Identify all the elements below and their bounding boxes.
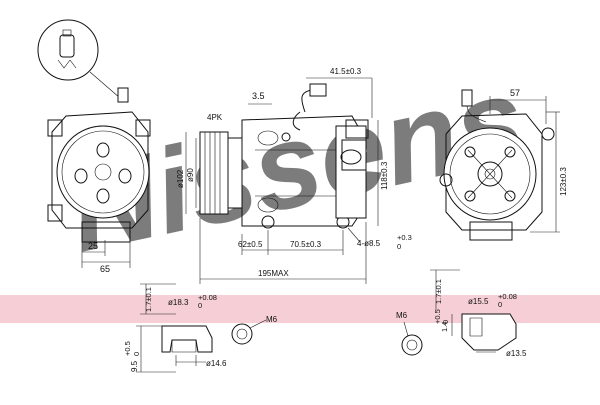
left-port-tol: +0.08: [198, 293, 217, 302]
dim-25: 25: [88, 241, 98, 251]
dim-holes-tol2: 0: [397, 242, 401, 251]
discharge-port-detail: 1.7±0.1 ø15.5 +0.08 0 1.4 +0.5 0 ø13.5: [430, 269, 527, 358]
right-port-dia: ø15.5: [468, 297, 489, 306]
right-side: 1.4: [440, 322, 449, 332]
left-bottom: 9.5: [130, 360, 139, 372]
dim-3-5: 3.5: [252, 91, 265, 101]
dim-d90: ø90: [186, 168, 195, 182]
dim-d102: ø102: [176, 169, 185, 188]
dim-123: 123±0.3: [559, 167, 568, 196]
dim-65: 65: [100, 264, 110, 274]
m6-nut-left: M6: [231, 315, 278, 345]
dim-57: 57: [510, 88, 520, 98]
dim-holes: 4-ø8.5: [357, 239, 381, 248]
dim-62: 62±0.5: [238, 240, 263, 249]
right-small-dia: ø13.5: [506, 349, 527, 358]
m6-left-label: M6: [266, 315, 278, 324]
left-port-dia: ø18.3: [168, 298, 189, 307]
suction-port-detail: 1.7±0.1 ø18.3 +0.08 0 9.5 +0.5 0 ø14.6: [123, 283, 227, 373]
belt-profile-label: 4PK: [207, 113, 223, 122]
left-small-dia: ø14.6: [206, 359, 227, 368]
compressor-front-view: 25 65: [37, 19, 151, 274]
left-bottom-tol: +0.5: [123, 341, 132, 356]
right-port-tol: +0.08: [498, 292, 517, 301]
right-side-tol: +0.5: [433, 309, 442, 324]
dim-holes-tol: +0.3: [397, 233, 412, 242]
compressor-rear-view: 57 123±0.3: [439, 88, 568, 241]
dim-195max: 195MAX: [258, 269, 289, 278]
m6-nut-right: M6: [396, 311, 423, 356]
dim-41-5: 41.5±0.3: [330, 67, 362, 76]
compressor-side-view: 41.5±0.3 3.5 4PK ø102 ø90 118±0.3 62±0.5…: [176, 67, 412, 284]
left-port-tol2: 0: [198, 301, 202, 310]
right-side-tol2: 0: [441, 320, 450, 324]
right-height: 1.7±0.1: [434, 279, 443, 304]
dim-70-5: 70.5±0.3: [290, 240, 322, 249]
dim-118: 118±0.3: [380, 161, 389, 190]
m6-right-label: M6: [396, 311, 408, 320]
left-height: 1.7±0.1: [144, 287, 153, 312]
left-bottom-tol2: 0: [132, 352, 141, 356]
right-port-tol2: 0: [498, 300, 502, 309]
